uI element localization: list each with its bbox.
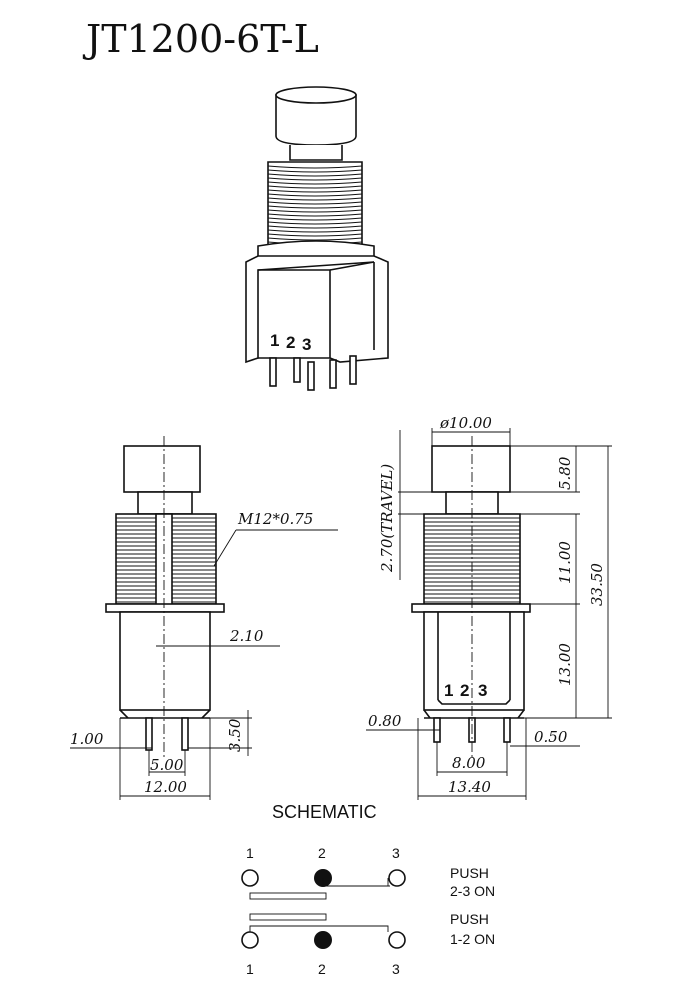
sch-bottom-terminal-3: 3	[392, 961, 400, 977]
persp-pin-label-1: 1	[270, 331, 279, 350]
dim-pin-pitch-label: 5.00	[150, 756, 184, 774]
sch-top-contact-1	[241, 869, 259, 887]
dim-cap-height-label: 5.80	[556, 456, 574, 490]
sch-top-terminal-1: 1	[246, 845, 254, 861]
dim-thread-length-label: 11.00	[556, 541, 574, 584]
sch-bottom-state-1: PUSH	[450, 911, 489, 927]
persp-pin-label-2: 2	[286, 333, 295, 352]
sch-top-state-1: PUSH	[450, 865, 489, 881]
sch-bottom-contact-3	[388, 931, 406, 949]
sch-bottom-state-2: 1-2 ON	[450, 931, 495, 947]
sch-top-terminal-2: 2	[318, 845, 326, 861]
sch-bottom-contact-1	[241, 931, 259, 949]
dim-travel-label: 2.70(TRAVEL)	[378, 464, 396, 573]
dim-total-height-label: 33.50	[588, 563, 606, 606]
schematic: SCHEMATIC 1 2 3 PUSH 2-3 ON 1 2 3 PUSH 1…	[241, 802, 495, 977]
dim-cap-diameter-label: ø10.00	[439, 414, 492, 432]
front-pin-label-2: 2	[460, 681, 469, 700]
persp-pin-label-3: 3	[302, 335, 311, 354]
perspective-view: 1 2 3	[245, 86, 389, 391]
sch-top-state-2: 2-3 ON	[450, 883, 495, 899]
sch-bottom-contact-2	[314, 931, 332, 949]
sch-bottom-terminal-1: 1	[246, 961, 254, 977]
front-pin-label-3: 3	[478, 681, 487, 700]
dim-shaft-label: 2.10	[229, 627, 264, 645]
thread-spec-label: M12*0.75	[237, 510, 313, 528]
sch-top-terminal-3: 3	[392, 845, 400, 861]
front-pin-label-1: 1	[444, 681, 453, 700]
dim-pin-offset-label: 0.50	[534, 728, 568, 746]
front-view: 1 2 3 ø10.00 2.70(TRAVEL) 5.80 11.00 13.…	[366, 414, 612, 800]
sch-top-contact-3	[388, 869, 406, 887]
dim-pin-span-label: 8.00	[452, 754, 486, 772]
sch-bottom-terminal-2: 2	[318, 961, 326, 977]
dim-pin-thickness-label: 0.80	[368, 712, 402, 730]
dim-pin-width-label: 1.00	[70, 730, 104, 748]
dim-pin-length-label: 3.50	[226, 718, 244, 752]
dim-body-height-label: 13.00	[556, 643, 574, 686]
dim-body-width-label: 12.00	[144, 778, 187, 796]
dim-body-depth-label: 13.40	[448, 778, 491, 796]
schematic-title: SCHEMATIC	[272, 802, 377, 822]
side-view: M12*0.75 2.10 3.50 1.00 5.00 12.00	[70, 436, 338, 800]
part-number-title: JT1200-6T-L	[82, 17, 319, 61]
